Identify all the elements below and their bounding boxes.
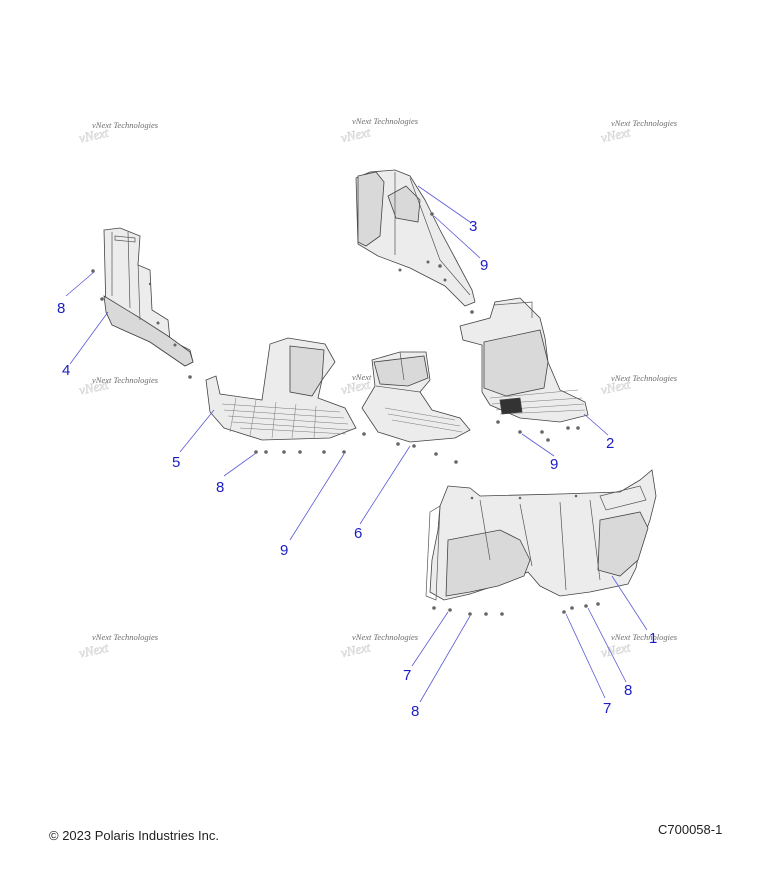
fastener-group [432,602,600,616]
svg-text:vNext: vNext [78,640,110,661]
svg-text:vNext: vNext [340,639,372,660]
callout-6: 6 [354,525,362,542]
watermark-label: vNext Technologies [611,632,678,642]
watermark-label: vNext Technologies [611,118,678,128]
callout-8: 8 [216,479,224,496]
callout-labels: 1 2 3 4 5 6 7 7 8 8 8 8 9 9 9 [57,218,657,720]
callout-7: 7 [603,700,611,717]
watermark-label: vNext Technologies [352,632,419,642]
callout-1: 1 [649,630,657,647]
svg-text:vNext: vNext [340,124,372,145]
watermark: vNext vNext Technologies [599,118,678,145]
svg-text:vNext: vNext [78,125,110,146]
watermark-label: vNext Technologies [352,116,419,126]
watermark: vNext vNext Technologies [599,373,678,397]
part-center-floor-pan[interactable] [361,351,471,443]
svg-text:vNext: vNext [600,376,632,397]
part-upper-side-panel[interactable] [355,169,476,307]
svg-text:vNext: vNext [600,124,632,145]
callout-9: 9 [550,456,558,473]
part-right-floor-pan[interactable] [459,297,589,423]
watermark: vNext vNext Technologies [339,116,419,145]
figure-code: C700058-1 [658,822,723,837]
watermark-label: vNext Technologies [92,120,159,130]
callout-3: 3 [469,218,477,235]
part-left-side-panel[interactable] [103,227,194,367]
svg-text:vNext: vNext [600,639,632,660]
callout-5: 5 [172,454,180,471]
watermark-label: vNext Technologies [92,375,159,385]
fastener-group [496,420,580,442]
part-main-rear-panel[interactable] [425,469,657,601]
watermark: vNext vNext Technologies [77,120,159,146]
callout-9: 9 [480,257,488,274]
watermark-label: vNext Technologies [92,632,159,642]
svg-text:vNext: vNext [78,377,110,398]
callout-4: 4 [62,362,70,379]
callout-8: 8 [57,300,65,317]
watermark-label: vNext Technologies [611,373,678,383]
callout-8: 8 [411,703,419,720]
callout-9: 9 [280,542,288,559]
part-left-floor-pan[interactable] [205,337,357,441]
watermark: vNext vNext Technologies [77,375,159,398]
leader-lines [65,185,648,703]
callout-7: 7 [403,667,411,684]
callout-2: 2 [606,435,614,452]
svg-text:vNext: vNext [340,376,372,397]
fastener-group [254,450,346,454]
copyright-notice: © 2023 Polaris Industries Inc. [49,828,219,843]
watermark: vNext vNext Technologies [599,632,678,660]
watermark: vNext vNext Technologies [339,632,419,660]
callout-8: 8 [624,682,632,699]
fastener-group [362,432,458,464]
watermark: vNext vNext Technologies [77,632,159,661]
